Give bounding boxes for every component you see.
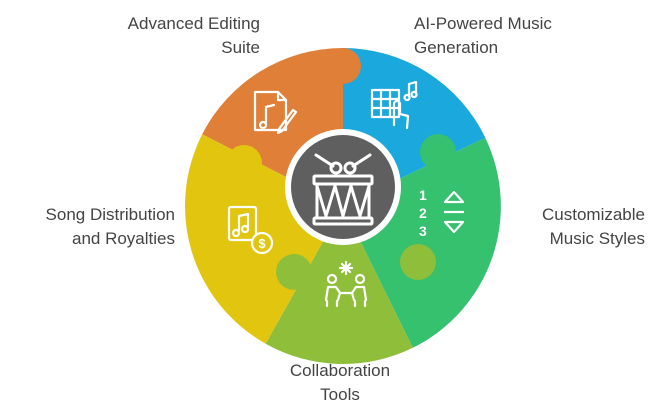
puzzle-tab-collab [325, 48, 361, 84]
grid-touch-music-icon [370, 80, 418, 130]
numbered-sort-icon: 1 2 3 [419, 187, 465, 239]
music-dollar-icon: $ [227, 205, 274, 255]
puzzle-tab-editing [226, 145, 262, 181]
segment-collab [265, 206, 413, 365]
svg-text:1: 1 [419, 187, 427, 203]
drum-icon [312, 153, 374, 226]
puzzle-tab-song [276, 254, 312, 290]
music-document-edit-icon [253, 90, 298, 135]
people-collaborate-icon [324, 260, 368, 308]
svg-text:3: 3 [419, 223, 427, 239]
label-advanced-editing: Advanced Editing Suite [127, 14, 260, 57]
puzzle-tab-ai [420, 134, 456, 170]
label-customizable-styles: Customizable Music Styles [542, 205, 645, 248]
svg-text:$: $ [258, 236, 266, 251]
label-ai-music-generation: AI-Powered Music Generation [414, 14, 552, 57]
svg-text:2: 2 [419, 205, 427, 221]
label-song-distribution: Song Distribution and Royalties [45, 205, 175, 248]
puzzle-tab-custom [400, 244, 436, 280]
label-collaboration-tools: Collaboration Tools [289, 361, 391, 404]
